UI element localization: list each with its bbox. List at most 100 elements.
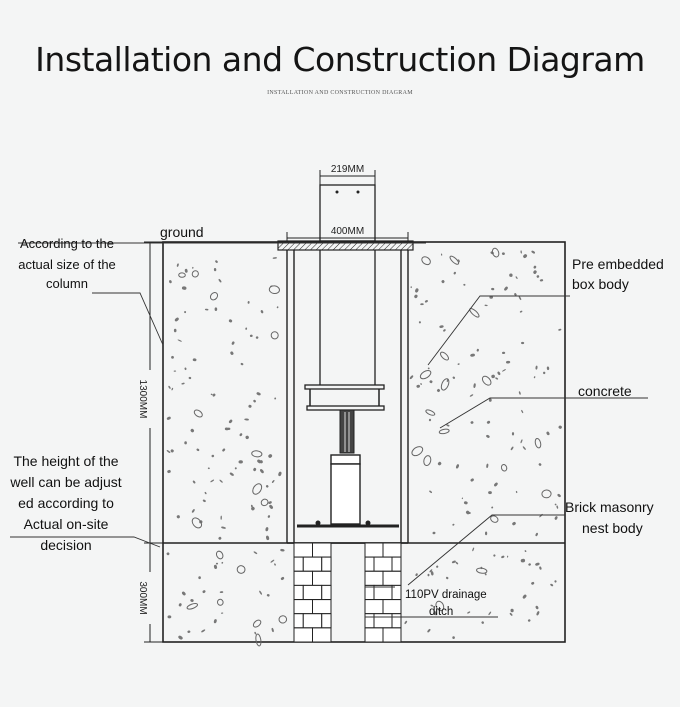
concrete-speck: [168, 385, 171, 389]
brick: [364, 613, 375, 629]
concrete-speck: [429, 569, 433, 573]
pre-embedded-box: [286, 250, 409, 544]
concrete-speck: [252, 619, 262, 628]
concrete-speck: [415, 288, 419, 293]
concrete-speck: [176, 263, 179, 267]
concrete-speck: [510, 446, 514, 451]
brick: [293, 613, 304, 629]
concrete-speck: [184, 311, 187, 314]
brick: [373, 584, 393, 601]
concrete-speck: [201, 629, 206, 633]
concrete-speck: [494, 482, 498, 487]
concrete-speck: [260, 310, 264, 314]
concrete-speck: [218, 278, 222, 283]
concrete-speck: [173, 370, 177, 372]
bollard-column: [319, 184, 376, 385]
ground-label: ground: [160, 224, 204, 240]
concrete-speck: [204, 491, 207, 495]
concrete-speck: [270, 331, 279, 340]
svg-text:Actual on-site: Actual on-site: [24, 516, 109, 532]
concrete-speck: [533, 270, 537, 274]
concrete-speck: [253, 467, 257, 472]
concrete-speck: [198, 576, 201, 580]
concrete-speck: [267, 515, 271, 518]
concrete-speck: [430, 604, 434, 607]
concrete-speck: [473, 383, 476, 388]
concrete-speck: [446, 379, 449, 383]
concrete-speck: [255, 633, 262, 647]
concrete-speck: [215, 562, 219, 565]
concrete-speck: [491, 287, 495, 291]
concrete-speck: [215, 550, 224, 560]
concrete-speck: [437, 389, 440, 392]
dimension-219: [319, 170, 376, 185]
concrete-speck: [265, 485, 269, 488]
concrete-speck: [427, 367, 430, 370]
concrete-speck: [524, 550, 527, 552]
concrete-speck: [260, 469, 264, 474]
brick: [312, 627, 332, 643]
concrete-speck: [493, 554, 496, 557]
concrete-speck: [212, 393, 216, 397]
concrete-speck: [520, 250, 522, 254]
concrete-speck: [213, 268, 217, 272]
concrete-speck: [439, 325, 444, 328]
brick: [382, 627, 402, 643]
concrete-speck: [425, 409, 436, 416]
concrete-speck: [221, 561, 224, 564]
concrete-speck: [429, 490, 433, 494]
concrete-speck: [184, 441, 187, 445]
concrete-speck: [470, 353, 475, 357]
concrete-speck: [488, 611, 492, 616]
svg-text:actual size of the: actual size of the: [18, 257, 116, 272]
concrete-speck: [501, 555, 505, 559]
concrete-speck: [521, 341, 525, 345]
concrete-speck: [481, 375, 492, 386]
brick: [302, 613, 323, 629]
concrete-speck: [244, 418, 249, 421]
concrete-speck: [268, 285, 280, 295]
concrete-speck: [254, 631, 257, 635]
concrete-speck: [539, 513, 543, 518]
concrete-speck: [497, 371, 501, 376]
concrete-speck: [222, 448, 226, 452]
concrete-speck: [169, 280, 172, 284]
concrete-speck: [224, 427, 229, 431]
svg-text:nest body: nest body: [582, 520, 643, 536]
concrete-speck: [441, 280, 445, 284]
brick-wall-right: [364, 542, 402, 643]
concrete-speck: [538, 463, 542, 466]
concrete-speck: [202, 499, 206, 503]
concrete-speck: [463, 283, 466, 286]
top-plate: [277, 240, 414, 251]
concrete-speck: [184, 268, 188, 273]
concrete-speck: [523, 254, 528, 258]
concrete-speck: [556, 505, 559, 509]
svg-text:well can be adjust: well can be adjust: [9, 474, 121, 490]
concrete-speck: [521, 409, 524, 414]
svg-text:Brick masonry: Brick masonry: [565, 499, 654, 515]
concrete-speck: [409, 375, 414, 380]
concrete-speck: [191, 517, 203, 529]
concrete-speck: [502, 369, 506, 372]
concrete-speck: [192, 480, 196, 484]
svg-text:ed according to: ed according to: [18, 495, 114, 511]
concrete-speck: [463, 501, 468, 505]
concrete-speck: [533, 265, 537, 269]
concrete-speck: [522, 446, 526, 450]
concrete-speck: [443, 329, 446, 332]
concrete-speck: [472, 547, 475, 552]
concrete-speck: [176, 515, 180, 519]
concrete-speck: [236, 565, 246, 574]
concrete-speck: [488, 398, 492, 402]
concrete-speck: [449, 255, 460, 265]
concrete-speck: [253, 399, 256, 403]
concrete-speck: [248, 404, 252, 408]
concrete-speck: [181, 286, 187, 290]
concrete-speck: [268, 454, 273, 458]
brick: [293, 542, 313, 558]
concrete-speck: [210, 479, 215, 483]
brick: [391, 556, 402, 572]
dimension-219-label: 219MM: [331, 164, 364, 175]
concrete-speck: [271, 627, 274, 633]
